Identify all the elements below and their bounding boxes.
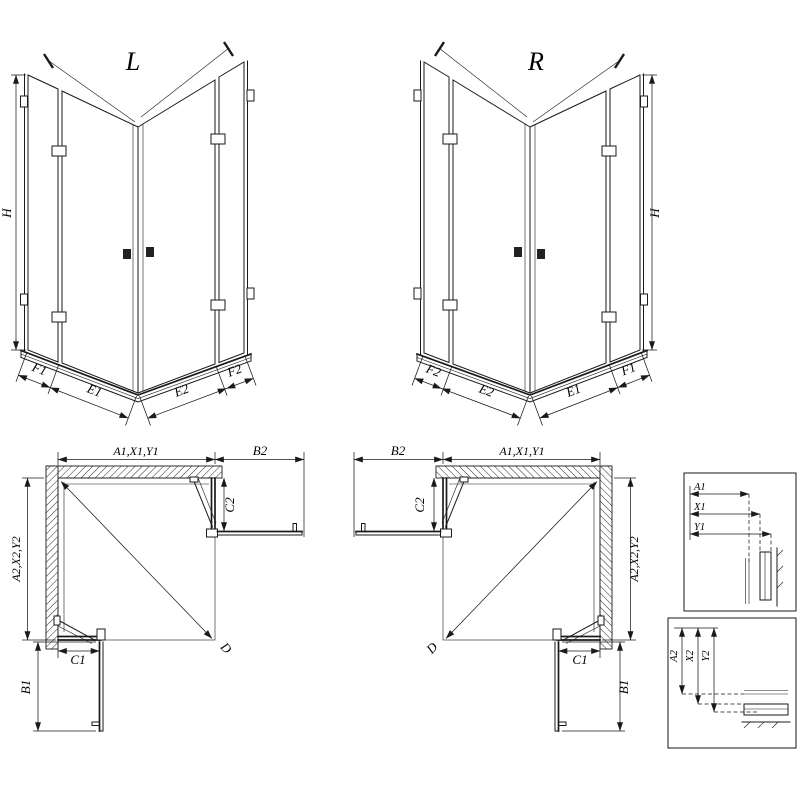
dim-label-b1-right: B1: [616, 680, 631, 694]
detail-dim-x2: X2: [685, 649, 696, 662]
plan-left-lines: [22, 452, 304, 731]
elevation-view-left: L H F1 E1 E2 F2: [0, 42, 256, 426]
detail-box-depth-profile: A2 X2 Y2: [667, 617, 797, 749]
variant-label-left: L: [125, 47, 140, 76]
dim-label-c1-left: C1: [70, 652, 85, 667]
dim-label-f1-left: F1: [29, 359, 49, 379]
variant-label-right: R: [527, 47, 544, 76]
detail-dim-x1: X1: [693, 502, 706, 513]
detail-dim-y2: Y2: [701, 650, 712, 662]
detail-box-width-profile: A1 X1 Y1: [683, 472, 797, 612]
dim-label-b1-left: B1: [18, 680, 33, 694]
dim-label-height-left: H: [0, 208, 14, 219]
detail-dim-a2: A2: [669, 649, 680, 662]
detail-dim-y1: Y1: [694, 522, 705, 533]
dim-label-e2-right: E2: [476, 380, 496, 400]
dim-label-f2-left: F2: [224, 361, 244, 381]
dim-label-e1-right: E1: [563, 381, 583, 401]
dim-label-e1-left: E1: [84, 380, 104, 400]
dim-label-d-right: D: [422, 639, 440, 657]
dim-label-e2-left: E2: [171, 381, 191, 401]
dim-label-d-left: D: [217, 639, 235, 657]
detail-box-frame-bottom: [667, 617, 797, 749]
plan-right-lines: [354, 452, 636, 731]
dim-label-a1x1y1-right: A1,X1,Y1: [498, 444, 544, 458]
dim-label-b2-left: B2: [253, 443, 268, 458]
dim-label-a1x1y1-left: A1,X1,Y1: [112, 444, 158, 458]
dim-label-c1-right: C1: [572, 652, 587, 667]
dim-label-b2-right: B2: [391, 443, 406, 458]
elevation-view-right: R H F2 E2 E1 F1: [412, 42, 662, 426]
dim-label-height-right: H: [647, 208, 662, 219]
plan-view-right: A1,X1,Y1 B2 A2,X2,Y2 C2 C1 B1 D: [354, 443, 641, 731]
detail-box-frame-top: [683, 472, 797, 612]
plan-view-left: A1,X1,Y1 B2 A2,X2,Y2 C2 C1 B1 D: [9, 443, 304, 731]
dim-label-a2x2y2-left: A2,X2,Y2: [9, 536, 23, 582]
dim-label-f2-right: F2: [423, 360, 443, 380]
dim-label-c2-left: C2: [222, 497, 237, 513]
detail-dim-a1: A1: [693, 482, 706, 493]
dim-label-f1-right: F1: [618, 359, 638, 379]
elevation-left-lines: [11, 42, 256, 426]
dim-label-a2x2y2-right: A2,X2,Y2: [627, 536, 641, 582]
dim-label-c2-right: C2: [412, 497, 427, 513]
